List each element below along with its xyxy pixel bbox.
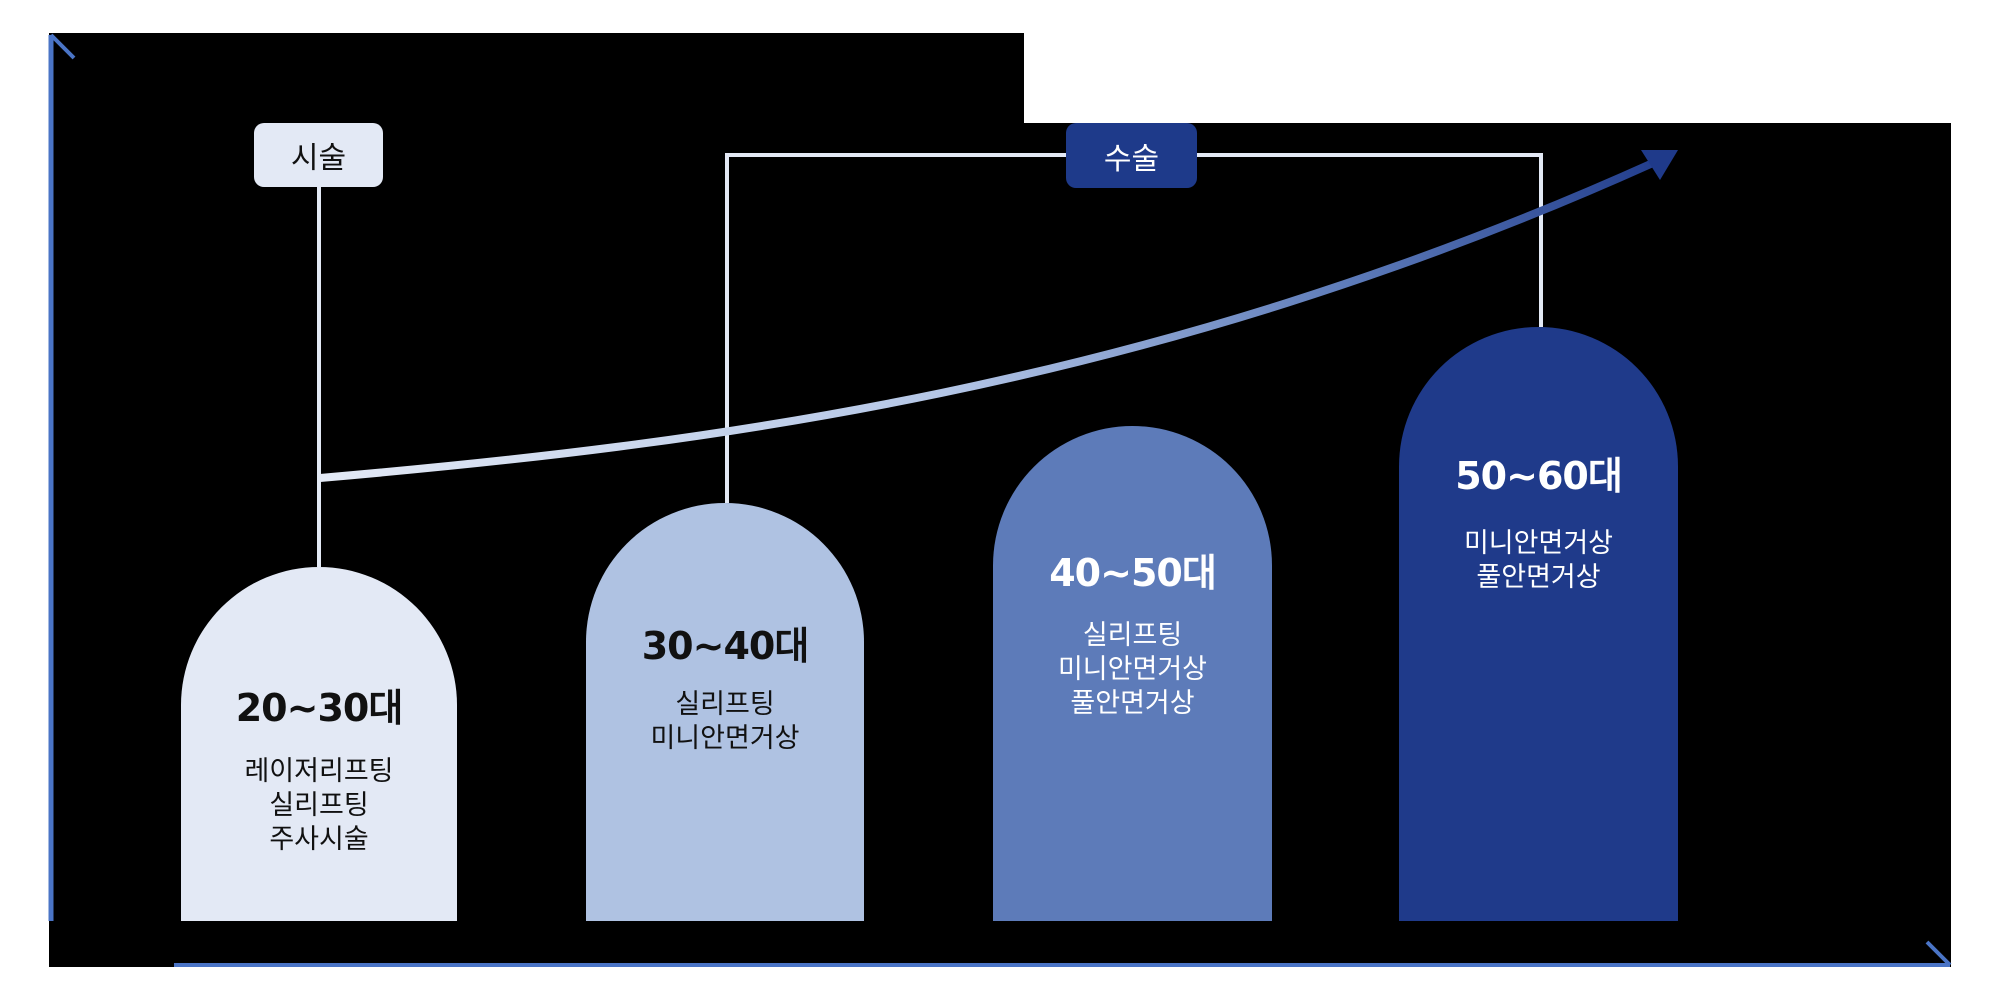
stage-age-label: 40~50대 bbox=[1049, 551, 1217, 595]
stage-20s-30s: 20~30대 레이저리프팅 실리프팅 주사시술 bbox=[181, 567, 457, 921]
stage-30s-40s: 30~40대 실리프팅 미니안면거상 bbox=[586, 503, 864, 921]
treatment-item: 실리프팅 bbox=[1082, 620, 1183, 651]
stage-50s-60s: 50~60대 미니안면거상 풀안면거상 bbox=[1399, 327, 1678, 921]
stage-treatment-list: 미니안면거상 풀안면거상 bbox=[1399, 527, 1678, 595]
treatment-item: 미니안면거상 bbox=[1057, 654, 1208, 685]
treatment-item: 미니안면거상 bbox=[1463, 528, 1614, 559]
y-axis bbox=[48, 33, 76, 921]
procedure-tag: 시술 bbox=[254, 123, 383, 187]
trend-curve bbox=[319, 158, 1657, 482]
stage-40s-50s: 40~50대 실리프팅 미니안면거상 풀안면거상 bbox=[993, 426, 1272, 921]
procedure-tag-label: 시술 bbox=[290, 141, 347, 176]
stage-treatment-list: 실리프팅 미니안면거상 bbox=[586, 688, 864, 756]
surgery-tag: 수술 bbox=[1066, 123, 1197, 188]
treatment-item: 레이저리프팅 bbox=[244, 756, 394, 787]
treatment-item: 풀안면거상 bbox=[1476, 562, 1601, 593]
surgery-tag-label: 수술 bbox=[1103, 141, 1160, 177]
stage-age-label: 30~40대 bbox=[641, 624, 810, 668]
stage-treatment-list: 레이저리프팅 실리프팅 주사시술 bbox=[181, 755, 457, 857]
stage-age-label: 20~30대 bbox=[235, 686, 404, 730]
treatment-item: 실리프팅 bbox=[269, 790, 369, 821]
trend-arrow-head-icon bbox=[1641, 150, 1678, 180]
stage-age-label: 50~60대 bbox=[1455, 454, 1623, 498]
x-axis bbox=[174, 940, 1952, 967]
stage-treatment-list: 실리프팅 미니안면거상 풀안면거상 bbox=[993, 619, 1272, 721]
treatment-item: 주사시술 bbox=[269, 824, 369, 855]
treatment-item: 실리프팅 bbox=[675, 689, 775, 720]
treatment-item: 미니안면거상 bbox=[650, 723, 800, 754]
background-cutout bbox=[1024, 33, 1951, 123]
treatment-item: 풀안면거상 bbox=[1070, 688, 1195, 719]
